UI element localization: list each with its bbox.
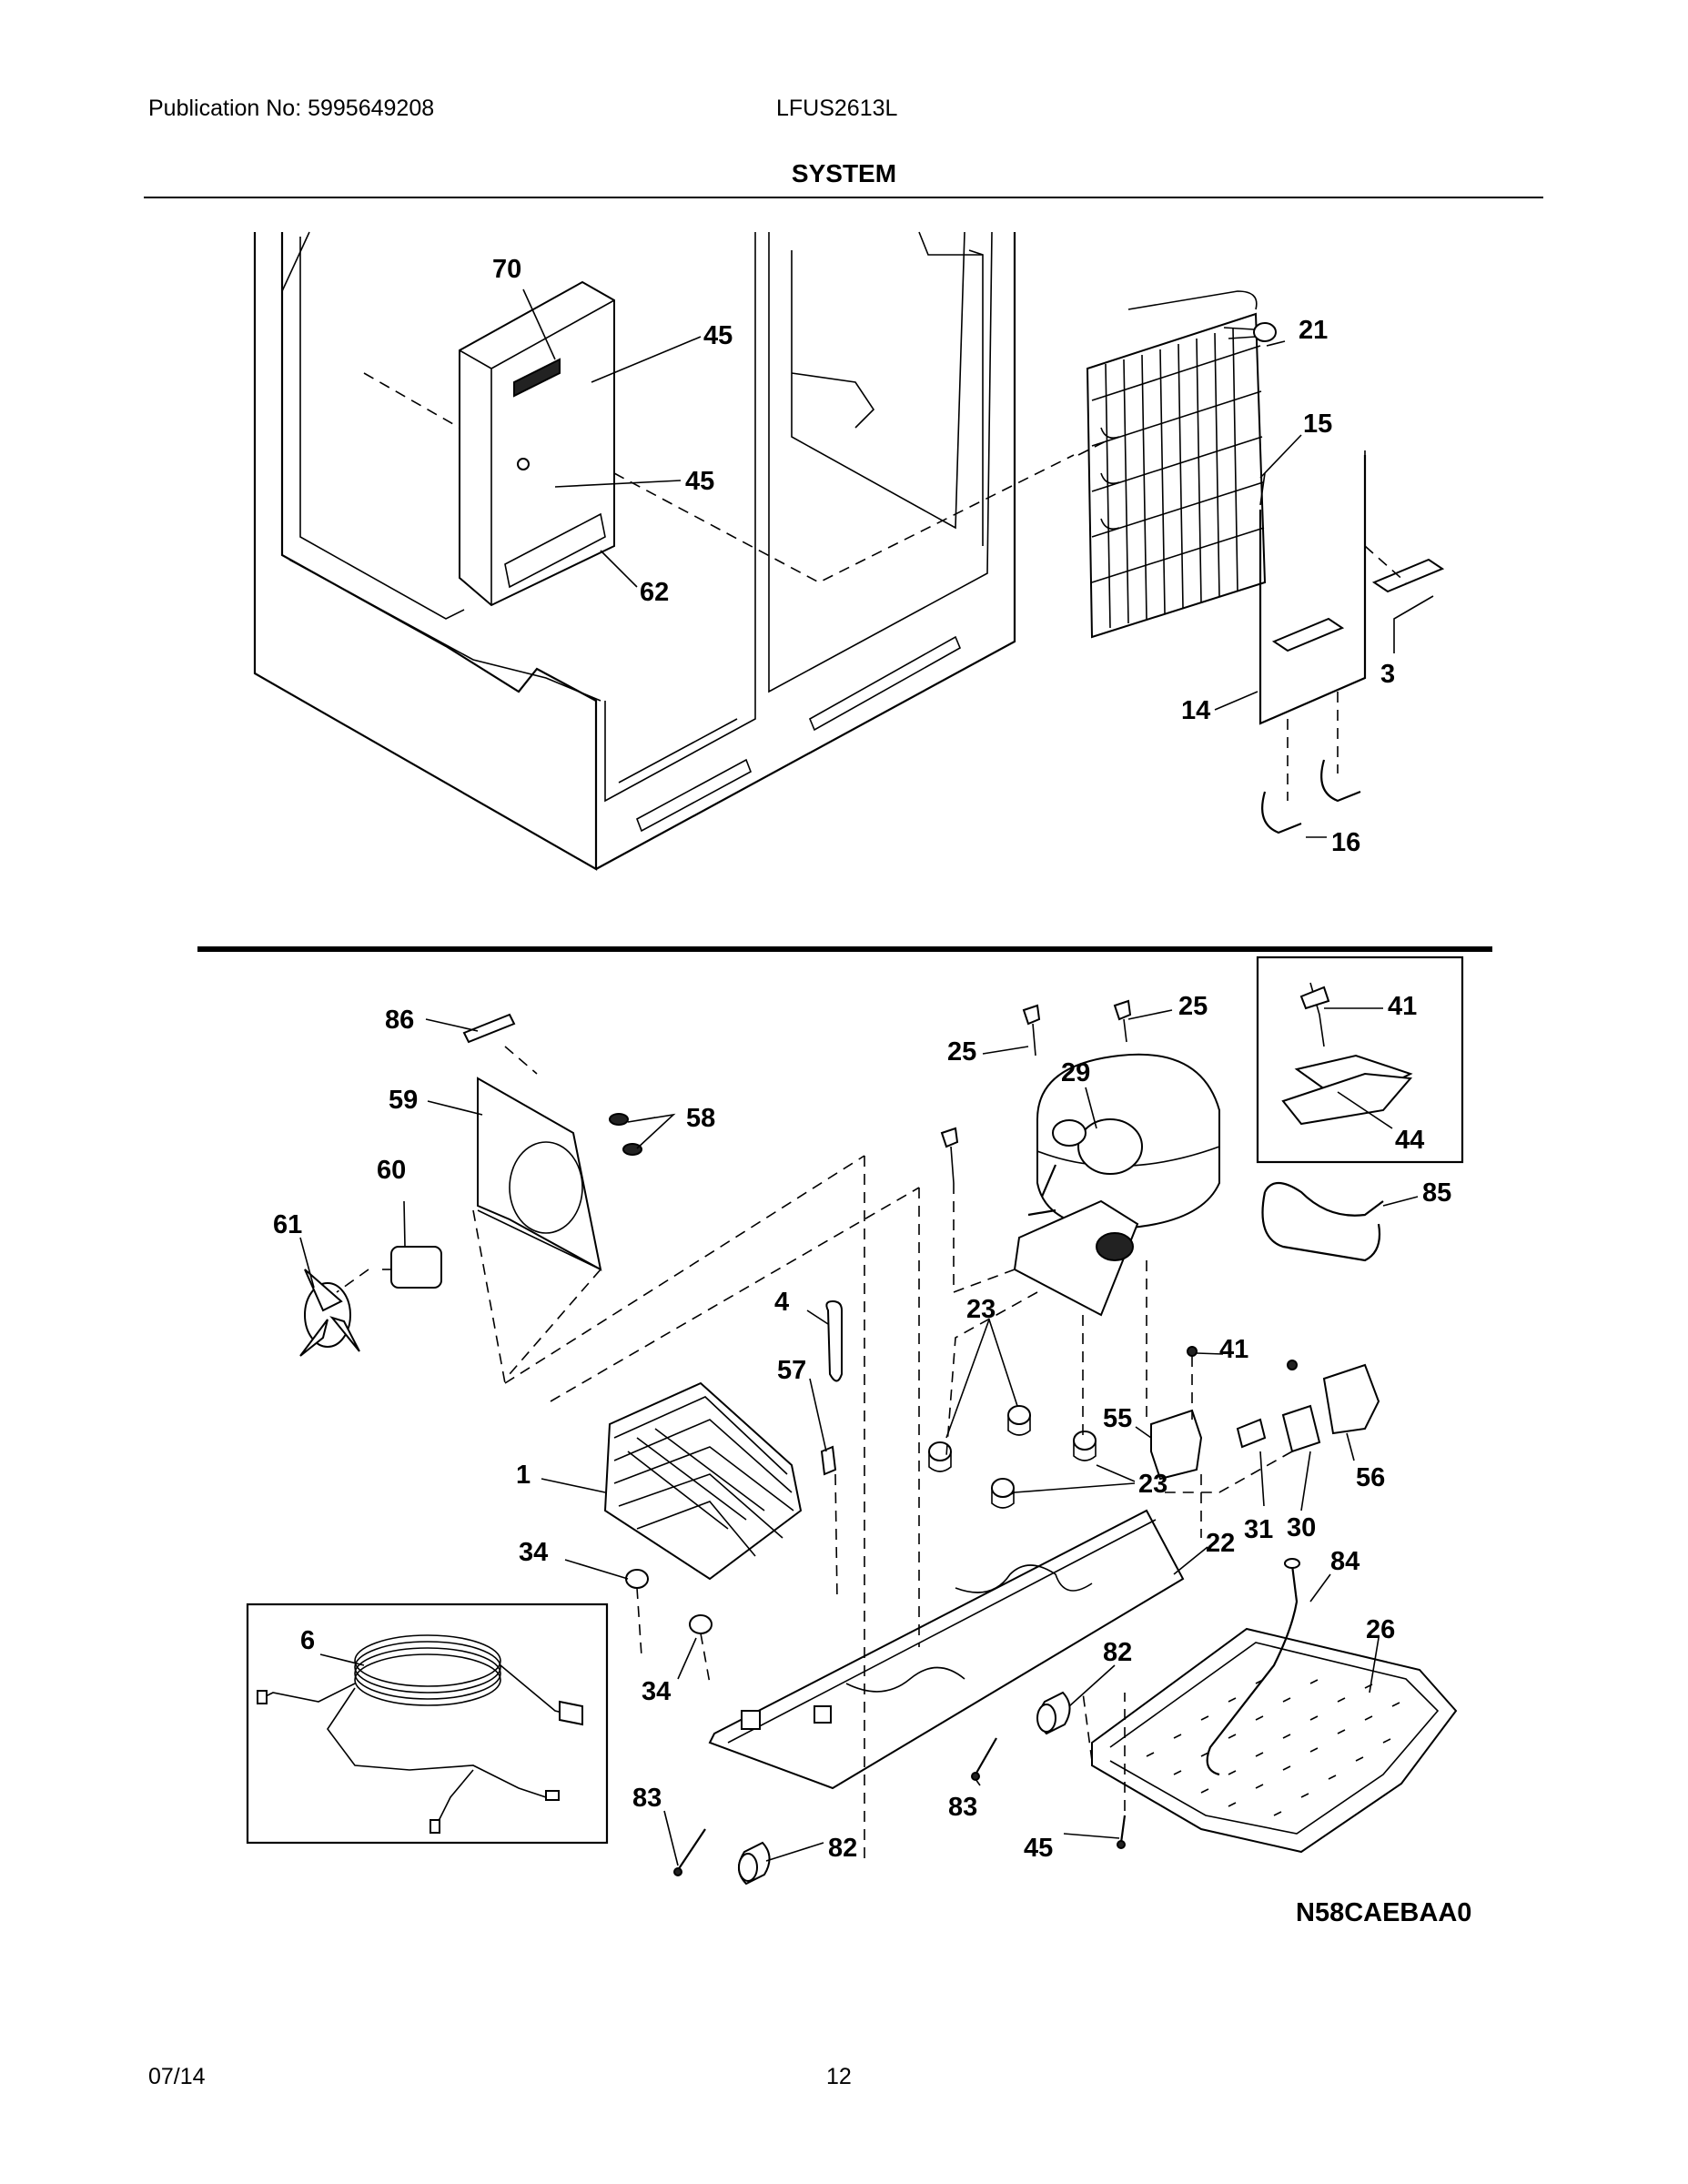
callout-83: 83 xyxy=(948,1793,977,1822)
section-divider xyxy=(197,946,1492,952)
callout-58: 58 xyxy=(686,1104,715,1133)
drain-pan-part-26 xyxy=(1091,1627,1458,1854)
cabinet-drawing xyxy=(253,231,1016,871)
condenser-coil-part-1 xyxy=(603,1381,803,1581)
callout-25: 25 xyxy=(947,1037,976,1067)
model-number: LFUS2613L xyxy=(776,96,898,121)
fan-motor-part-60 xyxy=(382,1246,442,1289)
grommets-part-23 xyxy=(928,1405,1097,1509)
callout-41: 41 xyxy=(1388,992,1417,1021)
callout-14: 14 xyxy=(1181,696,1210,725)
inset-box xyxy=(1256,956,1464,1164)
callout-82: 82 xyxy=(828,1834,857,1863)
thermostat-part-21 xyxy=(1223,322,1277,342)
base-plate-part-22 xyxy=(708,1509,1185,1790)
callout-26: 26 xyxy=(1366,1615,1395,1644)
callout-45: 45 xyxy=(1024,1834,1053,1863)
drier-part-4 xyxy=(825,1299,843,1382)
callout-70: 70 xyxy=(492,255,521,284)
callout-82: 82 xyxy=(1103,1638,1132,1667)
header-rule xyxy=(144,197,1543,198)
fan-blade-part-61 xyxy=(299,1269,360,1357)
callout-59: 59 xyxy=(389,1086,418,1115)
callout-61: 61 xyxy=(273,1210,302,1239)
heater-clip-part-3 xyxy=(1271,558,1445,652)
callout-1: 1 xyxy=(516,1461,531,1490)
callout-30: 30 xyxy=(1287,1513,1316,1542)
callout-22: 22 xyxy=(1206,1529,1235,1558)
callout-6: 6 xyxy=(300,1626,315,1655)
bolts-part-25 xyxy=(940,999,1132,1184)
callout-3: 3 xyxy=(1380,660,1395,689)
fan-shroud-part-59 xyxy=(477,1077,602,1271)
callout-23: 23 xyxy=(1138,1470,1167,1499)
callout-25: 25 xyxy=(1178,992,1208,1021)
callout-55: 55 xyxy=(1103,1404,1132,1433)
callout-4: 4 xyxy=(774,1288,789,1317)
callout-23: 23 xyxy=(966,1295,996,1324)
callout-29: 29 xyxy=(1061,1058,1090,1087)
callout-15: 15 xyxy=(1303,410,1332,439)
screw-part-45-lower xyxy=(1117,1815,1127,1849)
power-cord-inset-part-6 xyxy=(246,1603,609,1845)
electrical-components xyxy=(1150,1346,1380,1481)
ice-bucket-assembly-part-62 xyxy=(459,280,615,607)
bracket-part-86 xyxy=(462,1013,516,1044)
page-title: SYSTEM xyxy=(791,159,897,187)
spacers-part-82 xyxy=(738,1691,1071,1886)
grommets-part-58 xyxy=(609,1113,642,1156)
callout-16: 16 xyxy=(1331,828,1360,857)
compressor-part-29 xyxy=(1013,1053,1220,1317)
callout-44: 44 xyxy=(1395,1126,1424,1155)
defrost-heater-part-14 xyxy=(1258,450,1367,725)
callout-86: 86 xyxy=(385,1006,414,1035)
callout-31: 31 xyxy=(1244,1515,1273,1544)
tubing-part-85 xyxy=(1261,1181,1384,1262)
drain-tube-part-84 xyxy=(1206,1558,1300,1776)
page-number: 12 xyxy=(826,2064,852,2089)
callout-85: 85 xyxy=(1422,1178,1451,1208)
callout-62: 62 xyxy=(640,578,669,607)
callout-56: 56 xyxy=(1356,1463,1385,1492)
callout-34: 34 xyxy=(519,1538,548,1567)
evaporator-coil-part-15 xyxy=(1086,290,1267,639)
callout-83: 83 xyxy=(632,1784,662,1813)
screws-part-83 xyxy=(673,1737,997,1876)
diagram-code: N58CAEBAA0 xyxy=(1296,1898,1472,1927)
callout-45: 45 xyxy=(685,467,714,496)
publication-number: Publication No: 5995649208 xyxy=(148,96,435,121)
leader-lines xyxy=(299,288,1434,1866)
callout-34: 34 xyxy=(642,1677,671,1706)
clamps-part-34 xyxy=(625,1569,713,1634)
callouts: 70 45 45 62 21 15 3 14 16 86 59 58 60 61… xyxy=(273,255,1451,1863)
callout-57: 57 xyxy=(777,1356,806,1385)
callout-45: 45 xyxy=(703,321,733,350)
callout-21: 21 xyxy=(1299,316,1328,345)
clip-part-57 xyxy=(820,1445,837,1476)
footer-date: 07/14 xyxy=(148,2064,206,2089)
callout-60: 60 xyxy=(377,1156,406,1185)
callout-41: 41 xyxy=(1219,1335,1248,1364)
callout-84: 84 xyxy=(1330,1547,1359,1576)
clips-part-16 xyxy=(1261,759,1361,834)
